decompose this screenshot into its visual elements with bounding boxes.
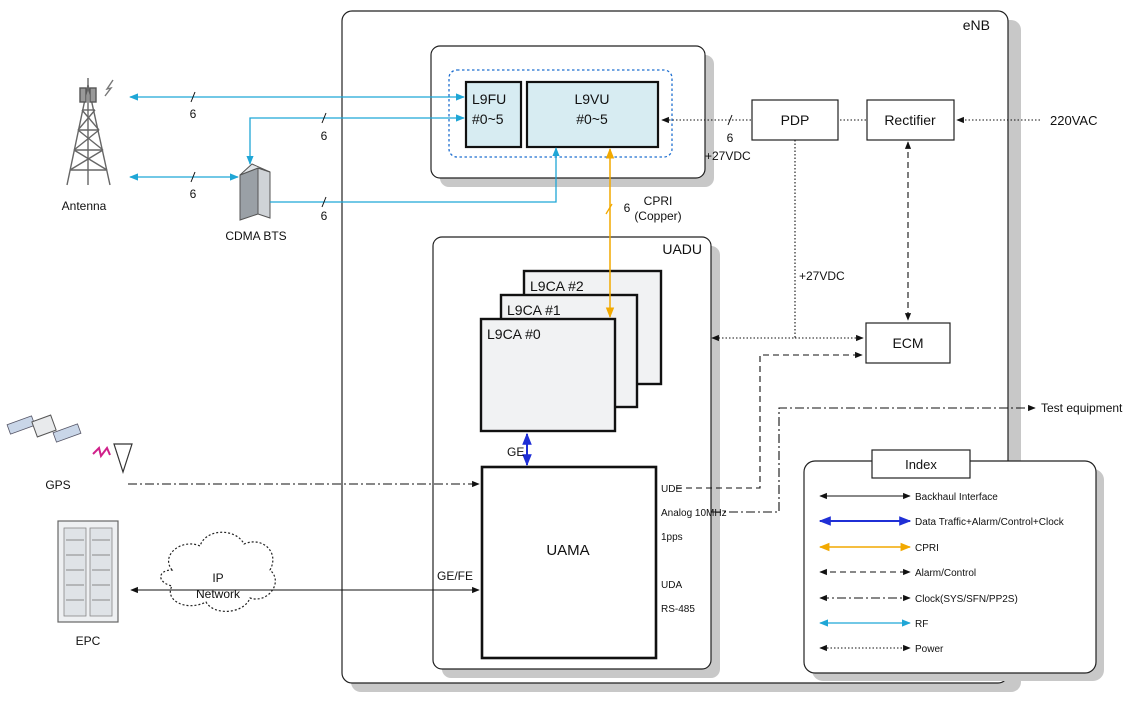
link-count-marks (190, 91, 733, 208)
legend-item-power: Power (915, 644, 944, 655)
gps-satellite-icon (6, 414, 133, 474)
l9ca-2-label: L9CA #2 (530, 278, 584, 294)
l9vu-index: #0~5 (576, 111, 608, 127)
ge-label: GE (507, 445, 524, 459)
epc-server-icon (57, 520, 119, 623)
port-uda: UDA (661, 580, 682, 591)
ip-network-label-2: Network (196, 587, 241, 601)
radio-unit-group: L9FU #0~5 L9VU #0~5 (430, 45, 714, 187)
uama-node: UAMA UDE Analog 10MHz 1pps UDA RS-485 (480, 465, 727, 660)
l9ca-1-label: L9CA #1 (507, 302, 561, 318)
ecm-node: ECM (865, 322, 951, 364)
gefe-label: GE/FE (437, 569, 473, 583)
cdma-bts-icon (239, 163, 271, 221)
power-links (661, 116, 1040, 342)
epc-label: EPC (76, 634, 101, 648)
legend-title: Index (905, 457, 937, 472)
legend-item-cpri: CPRI (915, 543, 939, 554)
radio-dotted-group (448, 69, 673, 158)
count-l9fu-bts: 6 (321, 129, 328, 143)
l9fu-index: #0~5 (472, 111, 504, 127)
alarm-ude-ecm (676, 351, 863, 489)
rf-links (129, 93, 560, 203)
l9ca-0-card (479, 317, 617, 433)
l9vu-box (525, 80, 660, 149)
ip-network-label-1: IP (212, 571, 223, 585)
gps-label: GPS (45, 478, 70, 492)
legend-item-clock: Clock(SYS/SFN/PP2S) (915, 594, 1018, 605)
enb-label: eNB (963, 17, 990, 33)
clock-test-equipment (712, 404, 1036, 513)
antenna-label: Antenna (62, 199, 107, 213)
pdp-label: PDP (781, 112, 810, 128)
count-antenna-bts: 6 (190, 187, 197, 201)
l9ca-cards: L9CA #2 L9CA #1 L9CA #0 (479, 269, 663, 433)
count-antenna-l9fu: 6 (190, 107, 197, 121)
legend-title-box (871, 449, 971, 479)
count-pdp-l9vu: 6 (727, 131, 734, 145)
count-bts-l9vu: 6 (321, 209, 328, 223)
cdma-bts-label: CDMA BTS (225, 229, 286, 243)
port-rs485: RS-485 (661, 604, 695, 615)
vdc-top-label: +27VDC (705, 149, 751, 163)
antenna-tower-icon (66, 78, 114, 186)
port-analog: Analog 10MHz (661, 508, 727, 519)
rectifier-label: Rectifier (884, 112, 936, 128)
legend-item-data: Data Traffic+Alarm/Control+Clock (915, 517, 1065, 528)
rf-l9fu-bts (246, 114, 465, 165)
uadu-label: UADU (662, 241, 702, 257)
rectifier-node: Rectifier (866, 99, 955, 141)
l9fu-name: L9FU (472, 91, 506, 107)
legend-item-alarm: Alarm/Control (915, 568, 976, 579)
ac-input-label: 220VAC (1050, 113, 1097, 128)
port-ude: UDE (661, 484, 682, 495)
legend: Index Backhaul Interface Data Traffic+Al… (803, 449, 1104, 681)
ecm-label: ECM (892, 335, 923, 351)
l9fu-box (464, 80, 523, 149)
cpri-slash (605, 203, 613, 215)
vdc-mid-label: +27VDC (799, 269, 845, 283)
test-equipment-label: Test equipment (1041, 401, 1123, 415)
count-cpri: 6 (624, 201, 631, 215)
uama-label: UAMA (546, 542, 589, 559)
l9ca-0-label: L9CA #0 (487, 326, 541, 342)
cpri-label-1: CPRI (644, 194, 673, 208)
port-1pps: 1pps (661, 532, 683, 543)
legend-item-rf: RF (915, 619, 928, 630)
pdp-node: PDP (751, 99, 839, 141)
l9vu-name: L9VU (574, 91, 609, 107)
power-pdp-uadu (711, 140, 796, 342)
legend-item-backhaul: Backhaul Interface (915, 492, 998, 503)
cpri-label-2: (Copper) (634, 209, 681, 223)
rf-bts-l9vu (270, 147, 560, 203)
